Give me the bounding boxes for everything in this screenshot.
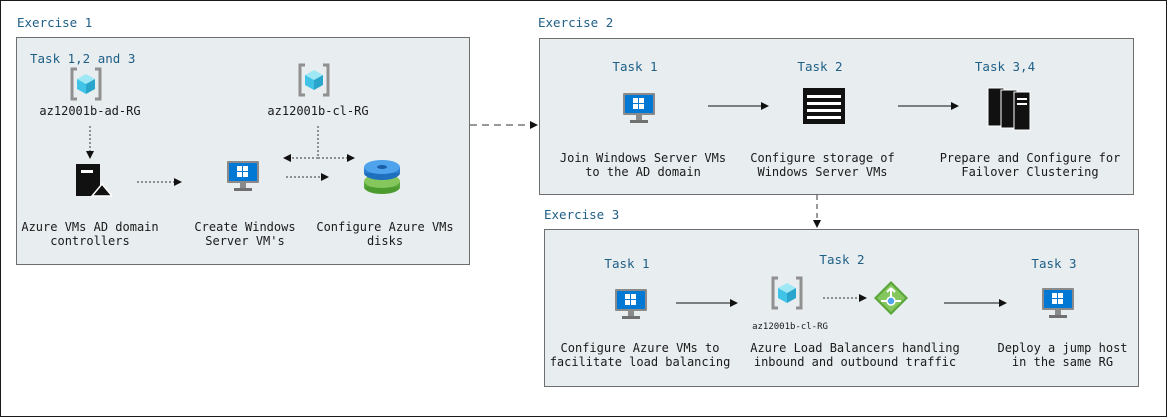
ex3-task2-title: Task 2 [819,252,865,267]
resource-group-icon [68,66,104,106]
ex2-task2-label: Configure storage of Windows Server VMs [750,151,895,179]
exercise2-title: Exercise 2 [538,15,614,30]
load-balancer-icon [873,280,909,320]
server-cluster-icon [986,86,1032,136]
exercise3-title: Exercise 3 [544,207,620,222]
exercise1-group-label: Task 1,2 and 3 [30,51,136,66]
ex3-task3-title: Task 3 [1031,256,1077,271]
ex3-task1-label: Configure Azure VMs to facilitate load b… [549,341,731,369]
exercise1-title: Exercise 1 [17,15,93,30]
ex3-rg-label: az12001b-cl-RG [752,322,828,332]
ex2-task1-label: Join Windows Server VMs to the AD domain [559,151,727,179]
storage-icon [802,87,846,129]
ex3-task3-label: Deploy a jump host in the same RG [997,341,1128,369]
ex2-task3-title: Task 3,4 [974,59,1036,74]
virtual-machine-icon [620,90,658,132]
managed-disk-icon [361,157,403,201]
virtual-machine-icon [612,286,650,328]
ex2-task2-title: Task 2 [797,59,843,74]
disk-label: Configure Azure VMs disks [316,220,454,248]
virtual-machine-icon [224,158,262,200]
resource-group-icon [296,62,332,102]
ex2-task3-label: Prepare and Configure for Failover Clust… [939,151,1121,179]
vm-label: Create Windows Server VM's [194,220,296,248]
ex3-task2-label: Azure Load Balancers handling inbound an… [750,341,960,369]
ex2-task1-title: Task 1 [612,59,658,74]
resource-group-icon [769,275,805,315]
virtual-machine-icon [1039,285,1077,327]
rg-ad-label: az12001b-ad-RG [39,104,141,118]
domain-controller-icon [72,160,114,204]
rg-cl-label: az12001b-cl-RG [267,104,369,118]
dc-label: Azure VMs AD domain controllers [21,220,159,248]
ex3-task1-title: Task 1 [604,256,650,271]
